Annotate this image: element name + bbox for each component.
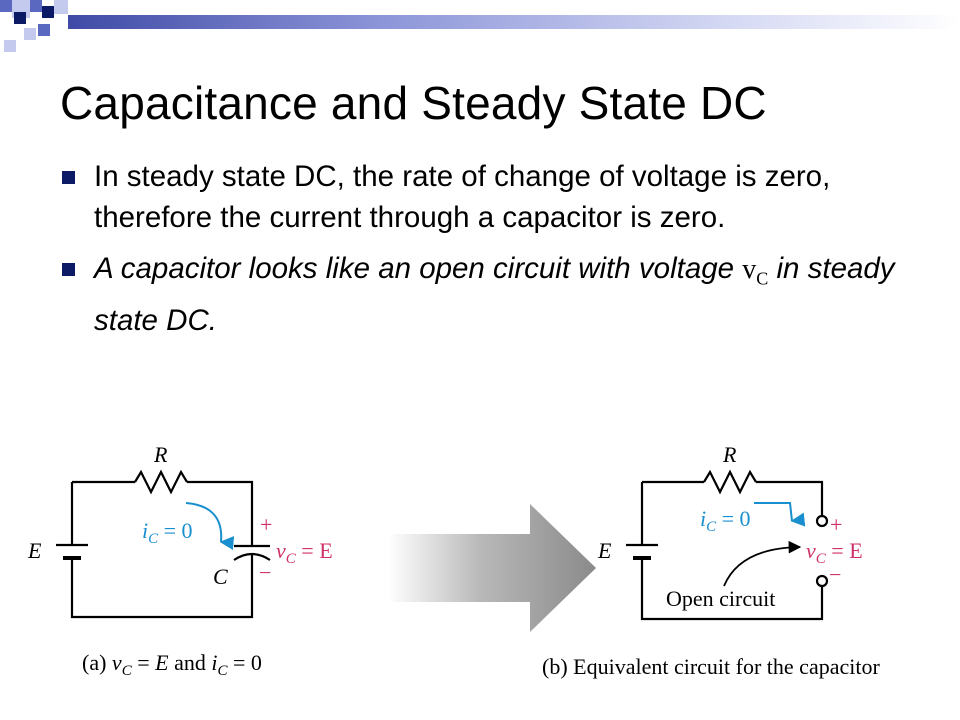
capacitor-curved-plate: [233, 552, 271, 561]
bullet-item: A capacitor looks like an open circuit w…: [58, 248, 908, 341]
bullet-text: A capacitor looks like an open circuit w…: [94, 252, 895, 337]
header-square: [14, 12, 26, 24]
source-label-b: E: [597, 538, 612, 563]
transition-arrow-icon: [388, 504, 596, 632]
minus-sign-a: −: [259, 560, 271, 585]
capacitor-label-a: C: [213, 564, 228, 589]
plus-sign-b: +: [830, 512, 842, 537]
circuit-b: [626, 469, 829, 621]
minus-sign-b: −: [829, 562, 841, 587]
open-circuit-label: Open circuit: [666, 586, 775, 611]
caption-a: (a) vC = E and iC = 0: [82, 650, 262, 679]
voltage-label-a: vC = E: [276, 538, 333, 567]
bullet-square-icon: [62, 171, 75, 184]
bullet-text-after: in steady state DC.: [94, 252, 895, 337]
current-label-a: iC = 0: [142, 518, 193, 547]
open-terminal-bottom: [815, 574, 829, 588]
header-square: [54, 0, 68, 14]
circuit-a: [56, 469, 271, 619]
wire: [640, 558, 824, 621]
header-square: [38, 24, 50, 36]
resistor-label-b: R: [722, 442, 737, 467]
header-decoration: [0, 0, 960, 52]
caption-b: (b) Equivalent circuit for the capacitor: [542, 654, 880, 679]
wire: [756, 480, 824, 516]
bullet-text-before: A capacitor looks like an open circuit w…: [94, 252, 743, 285]
current-arrow: [185, 502, 235, 551]
header-square: [4, 40, 16, 52]
bullet-item: In steady state DC, the rate of change o…: [58, 156, 908, 238]
resistor-label-a: R: [153, 442, 168, 467]
resistor-symbol: [134, 469, 188, 495]
header-gradient-bar: [68, 15, 960, 29]
bullet-list: In steady state DC, the rate of change o…: [58, 156, 908, 351]
current-label-b: iC = 0: [700, 506, 751, 535]
current-arrow: [754, 502, 806, 527]
bullet-square-icon: [62, 263, 75, 276]
source-label-a: E: [27, 538, 42, 563]
resistor-symbol: [703, 469, 757, 495]
open-circuit-pointer: [723, 540, 802, 587]
open-terminal-top: [815, 514, 829, 528]
bullet-text: In steady state DC, the rate of change o…: [94, 160, 831, 234]
voltage-variable: vC: [742, 254, 769, 289]
header-square: [24, 28, 36, 40]
header-square: [0, 0, 12, 12]
header-square: [42, 6, 54, 18]
plus-sign-a: +: [260, 512, 272, 537]
slide-title: Capacitance and Steady State DC: [60, 77, 767, 129]
wire: [70, 555, 254, 619]
circuit-figure: R E C iC = 0 + − vC = E (a) vC = E and i…: [27, 442, 880, 679]
header-square: [30, 0, 42, 12]
wire: [187, 480, 254, 546]
voltage-label-b: vC = E: [806, 538, 863, 567]
